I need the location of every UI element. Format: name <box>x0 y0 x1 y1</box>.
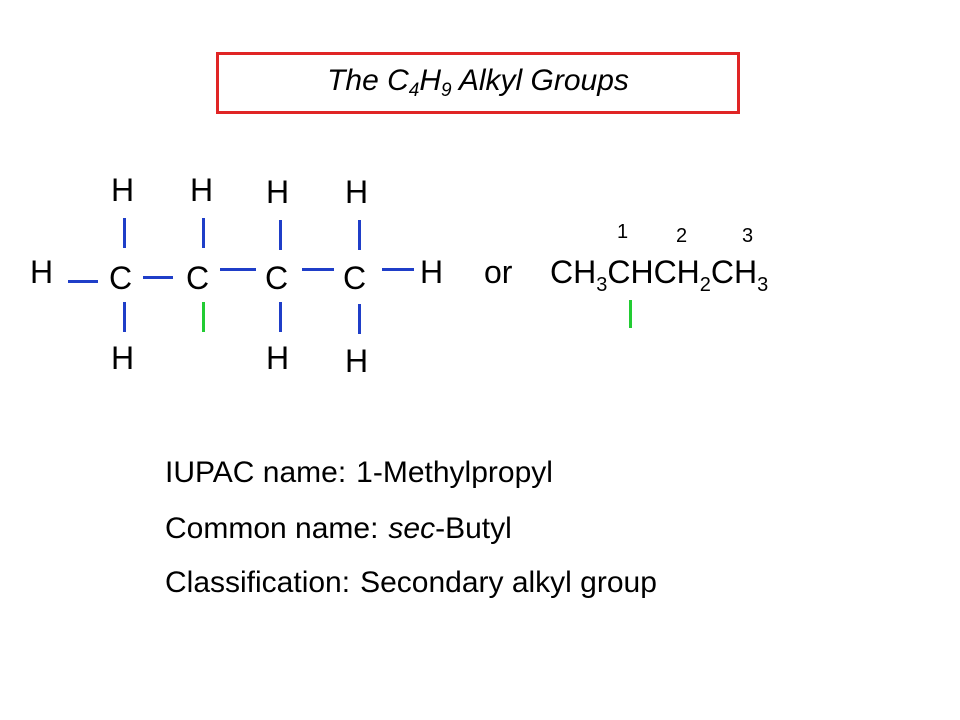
bond-c2-htop <box>202 218 205 248</box>
attachment-bond <box>202 302 205 332</box>
hydrogen-bottom-4: H <box>345 343 369 379</box>
iupac-label: IUPAC name: <box>165 456 347 489</box>
hydrogen-bottom-3: H <box>266 340 290 376</box>
common-name-line: Common name: sec-Butyl <box>165 514 512 544</box>
classification-label: Classification: <box>165 566 351 599</box>
carbon-2: C <box>186 260 210 296</box>
hydrogen-top-3: H <box>266 174 290 210</box>
classification-value: Secondary alkyl group <box>360 566 657 599</box>
bond-c1-c2 <box>143 276 173 279</box>
hydrogen-right: H <box>420 254 444 290</box>
bond-c4-h <box>382 268 414 271</box>
bond-c4-hbottom <box>358 304 361 334</box>
hydrogen-top-2: H <box>190 172 214 208</box>
page-title: The C4H9 Alkyl Groups <box>327 64 629 101</box>
bond-c4-htop <box>358 220 361 250</box>
iupac-value: 1-Methylpropyl <box>356 456 553 489</box>
common-name-prefix: sec <box>388 512 436 545</box>
hydrogen-bottom-1: H <box>111 340 135 376</box>
common-name-label: Common name: <box>165 512 379 545</box>
common-name-value: -Butyl <box>435 512 512 545</box>
bond-c1-hbottom <box>123 302 126 332</box>
carbon-1: C <box>109 260 133 296</box>
or-text: or <box>484 254 513 290</box>
title-box: The C4H9 Alkyl Groups <box>216 52 740 114</box>
hydrogen-left: H <box>30 254 54 290</box>
bond-c3-c4 <box>302 268 334 271</box>
bond-c3-hbottom <box>279 302 282 332</box>
bond-c1-htop <box>123 218 126 248</box>
bond-h-c1 <box>68 280 98 283</box>
condensed-attachment-bond <box>629 300 632 328</box>
condensed-formula-text: CH3CHCH2CH3 <box>550 254 769 296</box>
carbon-4: C <box>343 260 367 296</box>
carbon-number-3: 3 <box>742 225 754 247</box>
classification-line: Classification: Secondary alkyl group <box>165 568 657 598</box>
bond-c2-c3 <box>220 268 256 271</box>
hydrogen-top-4: H <box>345 174 369 210</box>
carbon-number-1: 1 <box>617 221 629 243</box>
iupac-line: IUPAC name: 1-Methylpropyl <box>165 458 553 488</box>
carbon-3: C <box>265 260 289 296</box>
bond-c3-htop <box>279 220 282 250</box>
hydrogen-top-1: H <box>111 172 135 208</box>
carbon-number-2: 2 <box>676 225 688 247</box>
